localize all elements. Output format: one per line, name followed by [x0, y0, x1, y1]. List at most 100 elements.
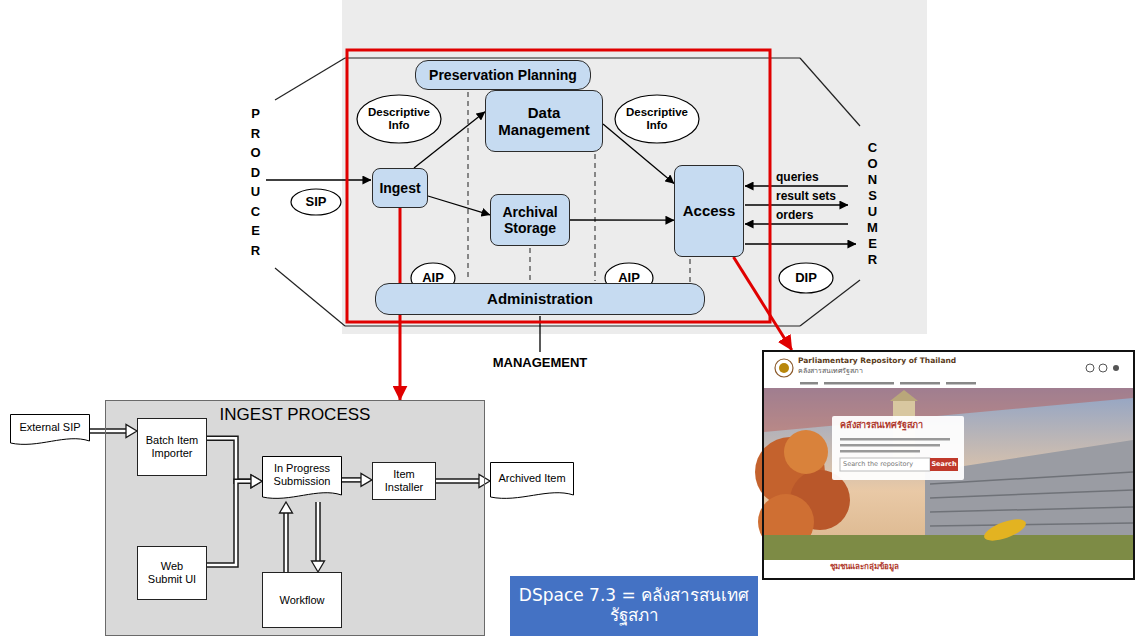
- dashed-line: [529, 248, 530, 282]
- dashed-line: [594, 154, 595, 281]
- site-logo: [775, 359, 793, 377]
- text-wrapper: Web Submit UI: [143, 560, 201, 585]
- diagram-ground: [342, 0, 927, 334]
- card-line: [840, 444, 940, 447]
- text-wrapper: Access: [680, 202, 738, 219]
- sculpture: [982, 515, 1029, 545]
- site-logo: [779, 363, 789, 373]
- process-box: Workflow: [262, 572, 342, 628]
- double-line-inner: [285, 513, 288, 572]
- connector-arrow: [570, 220, 674, 221]
- window-row: [930, 490, 1133, 498]
- ingest-ground: [105, 400, 485, 636]
- text-wrapper: Descriptive Info: [623, 106, 692, 132]
- context-outline: [275, 58, 860, 326]
- function-box: Access: [674, 165, 744, 257]
- hollow-arrow-head: [312, 561, 325, 572]
- package-ellipse: DIP: [778, 262, 834, 294]
- scene-sky: [764, 388, 1133, 560]
- lawn: [764, 535, 1133, 560]
- node-text: Batch Item Importer: [143, 434, 201, 459]
- connector-arrow: [342, 473, 372, 486]
- flow-arrow: [570, 219, 674, 220]
- function-band: Administration: [375, 283, 705, 315]
- ellipse-shape: [779, 263, 833, 293]
- flow-arrow: [428, 196, 490, 215]
- node-text: Descriptive Info: [623, 106, 692, 132]
- function-box: Data Management: [485, 90, 603, 152]
- double-line-outer: [90, 428, 126, 434]
- section-heading: ชุมชนและกลุ่มข้อมูล: [830, 563, 899, 572]
- double-line-outer: [207, 481, 251, 565]
- dashed-line: [689, 259, 690, 282]
- node-text: Administration: [381, 290, 699, 307]
- info-ellipse: Descriptive Info: [614, 94, 700, 144]
- node-text: SIP: [295, 195, 337, 210]
- text-wrapper: SIP: [295, 195, 337, 210]
- node-text: Item Installer: [378, 468, 430, 493]
- connector-arrow: [207, 475, 262, 565]
- management-label: MANAGEMENT: [480, 356, 600, 370]
- node-text: DIP: [784, 271, 829, 286]
- text-wrapper: Archived Item: [494, 472, 570, 485]
- nav-item: [946, 382, 976, 385]
- outline-line: [800, 58, 860, 126]
- orders-arrow: [745, 223, 848, 224]
- building-windows: [930, 472, 1133, 526]
- document-shape: In Progress Submission: [262, 456, 342, 502]
- nav-item: [800, 382, 818, 385]
- flow-label: orders: [776, 208, 813, 222]
- search-input: [840, 458, 930, 471]
- document-shape: Archived Item: [490, 462, 574, 502]
- ellipse-shape: [615, 95, 699, 143]
- header-icon: [1113, 365, 1119, 371]
- double-line-inner: [207, 481, 251, 565]
- caption-box: DSpace 7.3 = คลังสารสนเทศรัฐสภา: [510, 576, 758, 636]
- nav-item: [900, 382, 940, 385]
- flow-label: result sets: [776, 189, 836, 203]
- text-wrapper: Archival Storage: [496, 204, 564, 236]
- header-icon: [1086, 364, 1094, 372]
- dashed-line: [467, 92, 468, 281]
- card-line: [840, 450, 920, 453]
- text-wrapper: Data Management: [491, 104, 597, 139]
- card-title: คลังสารสนเทศรัฐสภา: [840, 421, 923, 431]
- queries-arrow: [745, 185, 848, 186]
- nav-item: [824, 382, 894, 385]
- result-arrow: [745, 204, 848, 205]
- hollow-arrow-head: [126, 425, 137, 438]
- info-ellipse: Descriptive Info: [356, 94, 442, 144]
- site-footer-strip: [764, 560, 1133, 578]
- node-text: Access: [680, 202, 738, 219]
- text-wrapper: Item Installer: [378, 468, 430, 493]
- double-line-outer: [342, 477, 361, 483]
- node-text: DSpace 7.3 = คลังสารสนเทศรัฐสภา: [516, 586, 752, 625]
- function-box: Archival Storage: [490, 194, 570, 246]
- search-card: [832, 416, 964, 480]
- header-icon: [1099, 364, 1107, 372]
- double-line-outer: [436, 478, 479, 484]
- actor-label: PRODUCER: [249, 104, 262, 260]
- text-wrapper: Ingest: [378, 180, 422, 196]
- document-shape-outline: [263, 457, 342, 499]
- double-line-outer: [207, 438, 251, 481]
- flow-arrows: [266, 180, 856, 352]
- process-box: Item Installer: [372, 462, 436, 500]
- card-line: [840, 438, 950, 441]
- actor-label: CONSUMER: [866, 140, 879, 268]
- dip-arrow: [745, 243, 856, 244]
- node-text: Archival Storage: [496, 204, 564, 236]
- document-shape: External SIP: [10, 414, 90, 448]
- text-wrapper: Preservation Planning: [421, 67, 585, 83]
- connector-arrow: [428, 196, 490, 215]
- tower-roof: [890, 390, 918, 401]
- site-name: Parliamentary Repository of Thailand: [798, 357, 956, 365]
- node-text: Data Management: [491, 104, 597, 139]
- double-line-inner: [207, 438, 251, 481]
- double-line-inner: [90, 430, 126, 433]
- function-box: Ingest: [372, 168, 428, 208]
- window-row: [930, 523, 1133, 526]
- node-text: Workflow: [268, 594, 336, 607]
- double-line-inner: [317, 502, 320, 561]
- hollow-arrow-head: [361, 473, 372, 486]
